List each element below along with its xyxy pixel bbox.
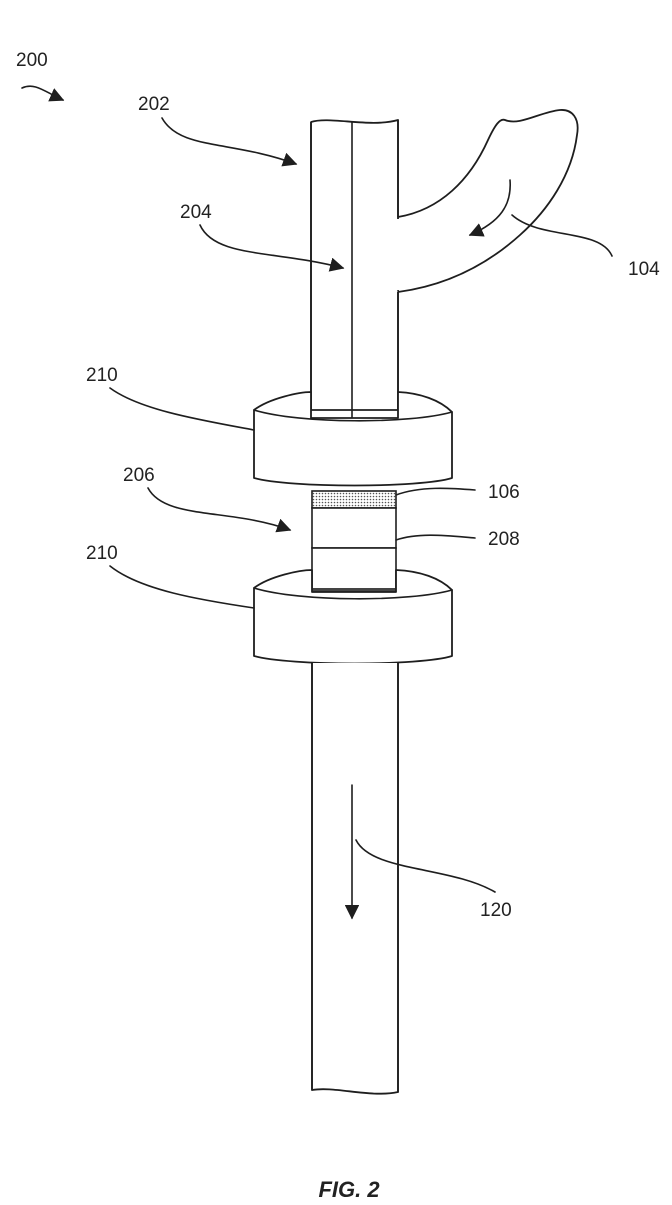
label-202: 202 [138,94,170,115]
leader-206 [148,488,290,530]
label-106: 106 [488,482,520,503]
label-104: 104 [628,259,660,280]
insert-block [312,548,396,590]
label-200: 200 [16,50,48,71]
lower-tube [312,663,398,1094]
label-210-lower: 210 [86,543,118,564]
membrane-block [312,508,396,548]
filter-layer [312,491,396,508]
leader-208 [396,535,475,540]
leader-210-upper [110,388,254,430]
label-208: 208 [488,529,520,550]
leader-202 [162,118,296,164]
label-206: 206 [123,465,155,486]
leader-210-lower [110,566,254,608]
side-branch [398,110,578,292]
label-204: 204 [180,202,212,223]
label-210-upper: 210 [86,365,118,386]
upper-tube [311,120,398,410]
leader-200 [22,86,63,100]
label-120: 120 [480,900,512,921]
leader-106 [396,488,475,495]
figure-caption: FIG. 2 [318,1177,380,1202]
